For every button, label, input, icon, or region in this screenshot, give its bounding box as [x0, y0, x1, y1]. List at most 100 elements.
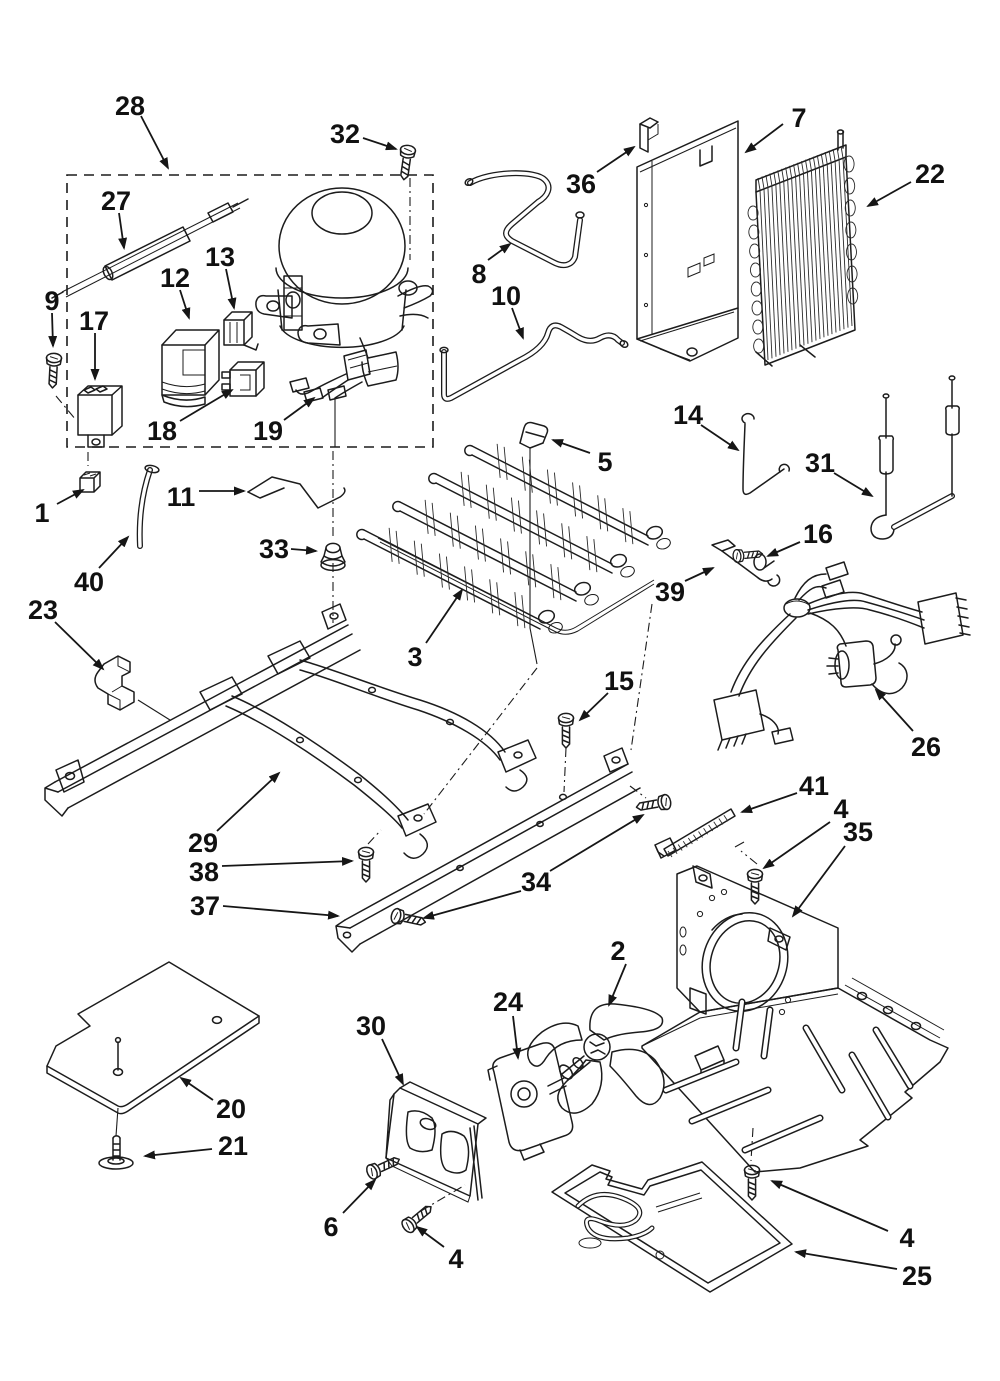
leader-arrow	[487, 242, 512, 261]
callout-7: 7	[744, 103, 807, 154]
callout-40: 40	[74, 535, 130, 597]
callout-29: 29	[188, 771, 281, 858]
leader-arrow	[596, 145, 636, 173]
callout-number: 41	[799, 771, 829, 801]
callout-number: 25	[902, 1261, 932, 1291]
push-pin	[98, 1135, 134, 1170]
callout-24: 24	[493, 987, 523, 1060]
callout-number: 31	[805, 448, 835, 478]
compressor-wire-leads	[289, 349, 371, 403]
callout-number: 32	[330, 119, 360, 149]
screw-38	[357, 846, 375, 883]
callout-number: 6	[323, 1212, 338, 1242]
leader-arrow	[362, 137, 398, 151]
callout-number: 20	[216, 1094, 246, 1124]
callout-number: 8	[471, 259, 486, 289]
callout-41: 41	[740, 771, 829, 813]
callout-4: 4	[762, 794, 849, 870]
drain-tube	[136, 464, 160, 549]
compressor-kit-dashed-box	[66, 174, 434, 448]
callout-number: 22	[915, 159, 945, 189]
fan-motor	[487, 1042, 574, 1161]
tube-8	[464, 170, 585, 269]
leader-arrow	[179, 1076, 214, 1101]
callout-8: 8	[471, 242, 512, 289]
callout-number: 28	[115, 91, 145, 121]
leader-arrow	[221, 856, 354, 867]
evaporator-coil	[356, 443, 671, 635]
callout-number: 29	[188, 828, 218, 858]
callout-number: 39	[655, 577, 685, 607]
motor-bracket	[385, 1081, 487, 1203]
callout-22: 22	[866, 159, 945, 207]
leader-arrow	[866, 181, 912, 207]
callout-4: 4	[415, 1225, 464, 1274]
condenser-fins	[747, 145, 859, 361]
overload-protector	[161, 329, 220, 408]
leader-arrow	[422, 890, 522, 920]
leader-arrow	[551, 439, 591, 454]
leader-arrow	[48, 312, 58, 348]
unit-frame	[44, 603, 537, 859]
leader-arrow	[56, 489, 85, 505]
callout-2: 2	[608, 936, 627, 1007]
callout-11: 11	[167, 482, 246, 512]
callout-number: 14	[673, 400, 703, 430]
callout-31: 31	[805, 448, 874, 498]
callout-33: 33	[259, 534, 318, 564]
leader-arrow	[415, 1225, 445, 1248]
front-rail	[335, 747, 641, 953]
leader-arrow	[425, 588, 464, 644]
hook-clip-36	[639, 117, 659, 153]
callout-number: 24	[493, 987, 523, 1017]
relay-cover	[223, 311, 259, 351]
callout-34: 34	[422, 813, 645, 920]
callout-number: 19	[253, 416, 283, 446]
leader-arrow	[179, 388, 234, 422]
evaporator-clip	[519, 421, 549, 449]
heater-drier-tubes	[870, 375, 960, 540]
compressor	[255, 187, 434, 401]
wire-bracket-14	[741, 412, 791, 496]
callout-number: 5	[597, 447, 612, 477]
leader-arrow	[762, 821, 831, 870]
grommet	[320, 542, 346, 572]
callout-number: 12	[160, 263, 190, 293]
callout-number: 23	[28, 595, 58, 625]
heat-exchanger	[51, 198, 249, 299]
fan-shroud	[641, 865, 949, 1173]
leader-arrow	[381, 1038, 404, 1086]
callout-25: 25	[794, 1249, 932, 1291]
callout-9: 9	[44, 286, 60, 348]
start-relay	[77, 385, 123, 448]
callout-35: 35	[791, 817, 873, 918]
callout-15: 15	[578, 666, 634, 722]
callout-12: 12	[160, 263, 191, 320]
wiring-harness	[713, 561, 971, 751]
fan-blade	[527, 1003, 665, 1114]
leader-arrow	[216, 771, 281, 832]
callout-number: 2	[610, 936, 625, 966]
leader-arrow	[833, 472, 874, 498]
callout-37: 37	[190, 891, 340, 921]
callout-number: 40	[74, 567, 104, 597]
callout-number: 17	[79, 306, 109, 336]
screw-4-bracket	[398, 1200, 437, 1236]
screw-34-right	[634, 793, 673, 816]
screw-15	[557, 712, 575, 749]
callout-number: 7	[791, 103, 806, 133]
leader-arrow	[770, 1180, 889, 1232]
leader-arrow	[342, 1178, 377, 1214]
leader-arrow	[511, 307, 524, 340]
callout-number: 30	[356, 1011, 386, 1041]
callout-28: 28	[115, 91, 169, 170]
callout-21: 21	[143, 1131, 248, 1161]
callout-27: 27	[101, 186, 131, 250]
leader-arrow	[578, 692, 609, 722]
callout-number: 26	[911, 732, 941, 762]
callout-number: 33	[259, 534, 289, 564]
callout-10: 10	[491, 281, 524, 340]
leader-arrow	[549, 813, 645, 872]
